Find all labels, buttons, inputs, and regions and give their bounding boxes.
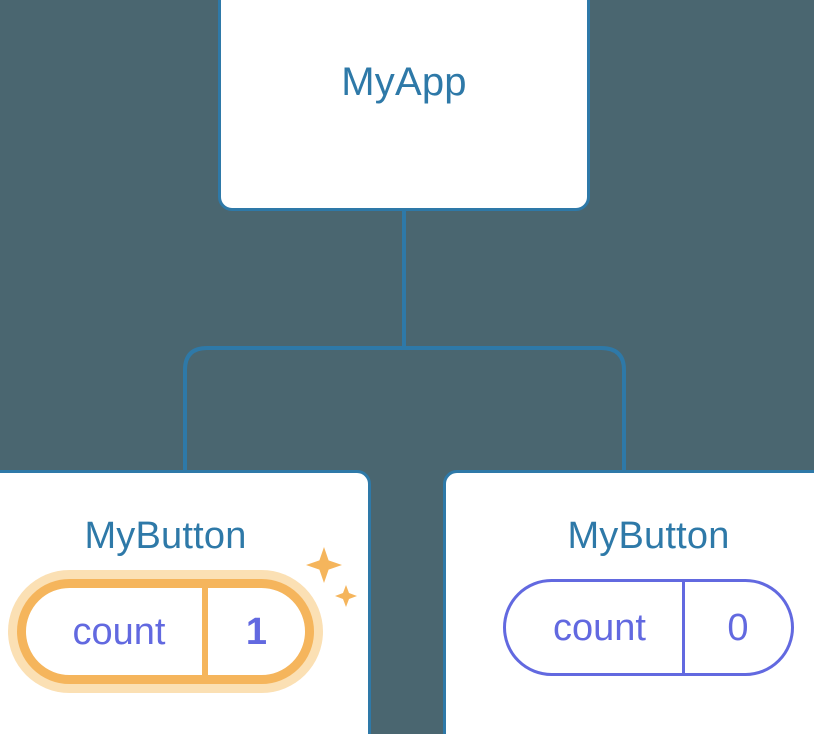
state-pill-left-key: count xyxy=(72,610,166,653)
node-mybutton-left[interactable]: MyButton count 1 xyxy=(0,470,371,734)
state-pill-right[interactable]: count 0 xyxy=(503,579,794,676)
sparkles-icon xyxy=(306,547,358,607)
node-myapp[interactable]: MyApp xyxy=(218,0,590,211)
node-myapp-label: MyApp xyxy=(341,59,467,104)
sparkle-small-icon xyxy=(335,585,358,607)
node-mybutton-left-label: MyButton xyxy=(84,515,247,557)
state-pill-right-value: 0 xyxy=(682,582,790,673)
node-mybutton-right[interactable]: MyButton count 0 xyxy=(443,470,814,734)
state-pill-right-wrapper: count 0 xyxy=(503,579,794,676)
state-pill-right-key: count xyxy=(552,606,646,649)
sparkle-large-icon xyxy=(306,547,343,583)
state-pill-left-wrapper: count 1 xyxy=(16,547,358,684)
state-pill-left[interactable]: count 1 xyxy=(16,579,315,684)
edge-branch-bar xyxy=(183,346,626,472)
node-mybutton-right-label: MyButton xyxy=(567,515,730,557)
state-pill-left-value: 1 xyxy=(201,588,305,675)
